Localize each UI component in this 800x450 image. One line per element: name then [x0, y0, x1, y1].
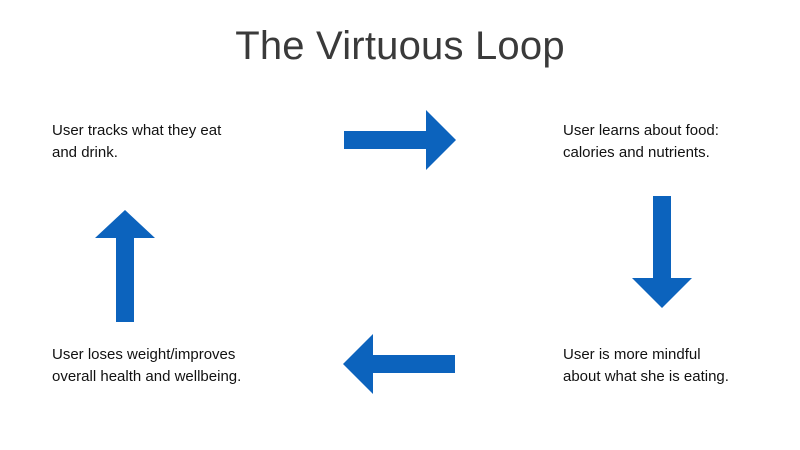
step-lose-weight: User loses weight/improves overall healt…	[52, 344, 241, 388]
step-learn-food: User learns about food: calories and nut…	[563, 120, 719, 164]
step-learn-food-line-1: User learns about food:	[563, 122, 719, 139]
step-track-food-line-1: User tracks what they eat	[52, 122, 222, 139]
down-arrow-icon	[632, 196, 692, 308]
step-mindful-eating: User is more mindful about what she is e…	[563, 344, 729, 388]
step-track-food: User tracks what they eat and drink.	[52, 120, 221, 164]
step-lose-weight-line-1: User loses weight/improves	[52, 346, 236, 363]
step-learn-food-line-2: calories and nutrients.	[563, 144, 710, 161]
step-lose-weight-line-2: overall health and wellbeing.	[52, 368, 242, 385]
right-arrow-icon	[344, 110, 456, 170]
step-track-food-line-2: and drink.	[52, 144, 118, 161]
up-arrow-icon	[95, 210, 155, 322]
step-mindful-eating-line-1: User is more mindful	[563, 346, 701, 363]
left-arrow-icon	[343, 334, 455, 394]
step-mindful-eating-line-2: about what she is eating.	[563, 368, 729, 385]
page-title: The Virtuous Loop	[235, 24, 565, 68]
